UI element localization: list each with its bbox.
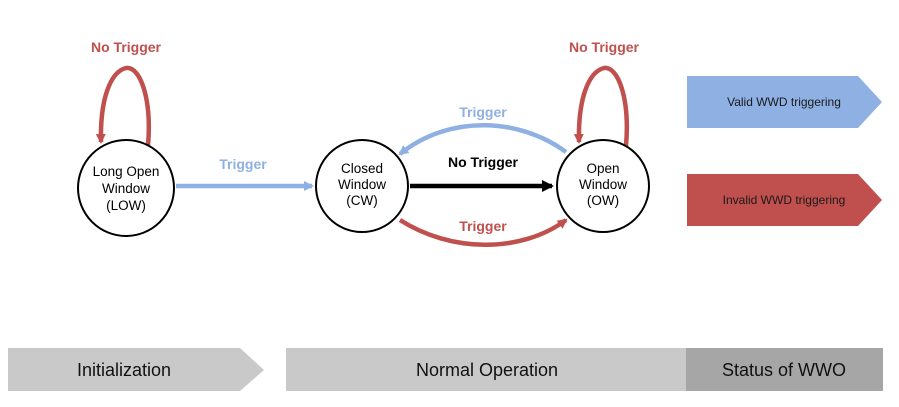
state-cw-line-3: (CW)	[346, 193, 377, 208]
phase-normal-operation-label: Normal Operation	[416, 360, 558, 380]
state-ow-line-2: Window	[579, 177, 627, 192]
state-ow: Open Window (OW)	[556, 139, 650, 233]
state-low-line-3: (LOW)	[106, 198, 146, 213]
legend-valid-label: Valid WWD triggering	[727, 95, 841, 109]
state-ow-line-3: (OW)	[587, 193, 619, 208]
phase-status-label: Status of WWO	[722, 360, 846, 380]
phase-normal-operation: Normal Operation	[286, 348, 700, 391]
low-self-loop-label: No Trigger	[91, 39, 162, 55]
ow-self-loop-arrow	[573, 65, 629, 147]
state-cw-line-1: Closed	[341, 161, 383, 176]
legend-invalid: Invalid WWD triggering	[687, 174, 882, 226]
phase-status: Status of WWO	[686, 348, 883, 391]
state-low-line-1: Long Open	[93, 164, 160, 179]
low-to-cw-label: Trigger	[219, 156, 267, 172]
state-ow-line-1: Open	[586, 161, 619, 176]
ow-to-cw-label: Trigger	[459, 104, 507, 120]
ow-self-loop-label: No Trigger	[569, 39, 640, 55]
cw-to-ow-invalid-label: Trigger	[459, 218, 507, 234]
legend-valid: Valid WWD triggering	[687, 76, 882, 128]
legend-invalid-label: Invalid WWD triggering	[723, 193, 846, 207]
ow-to-cw-arrow	[398, 123, 568, 156]
state-low-line-2: Window	[102, 181, 150, 196]
cw-to-ow-invalid-arrow	[398, 218, 568, 247]
state-cw-line-2: Window	[338, 177, 386, 192]
phase-initialization: Initialization	[8, 348, 264, 391]
low-self-loop-arrow	[95, 65, 151, 147]
state-cw: Closed Window (CW)	[315, 139, 409, 233]
state-low: Long Open Window (LOW)	[77, 139, 175, 237]
phase-initialization-label: Initialization	[77, 360, 171, 380]
cw-to-ow-normal-label: No Trigger	[448, 154, 519, 170]
